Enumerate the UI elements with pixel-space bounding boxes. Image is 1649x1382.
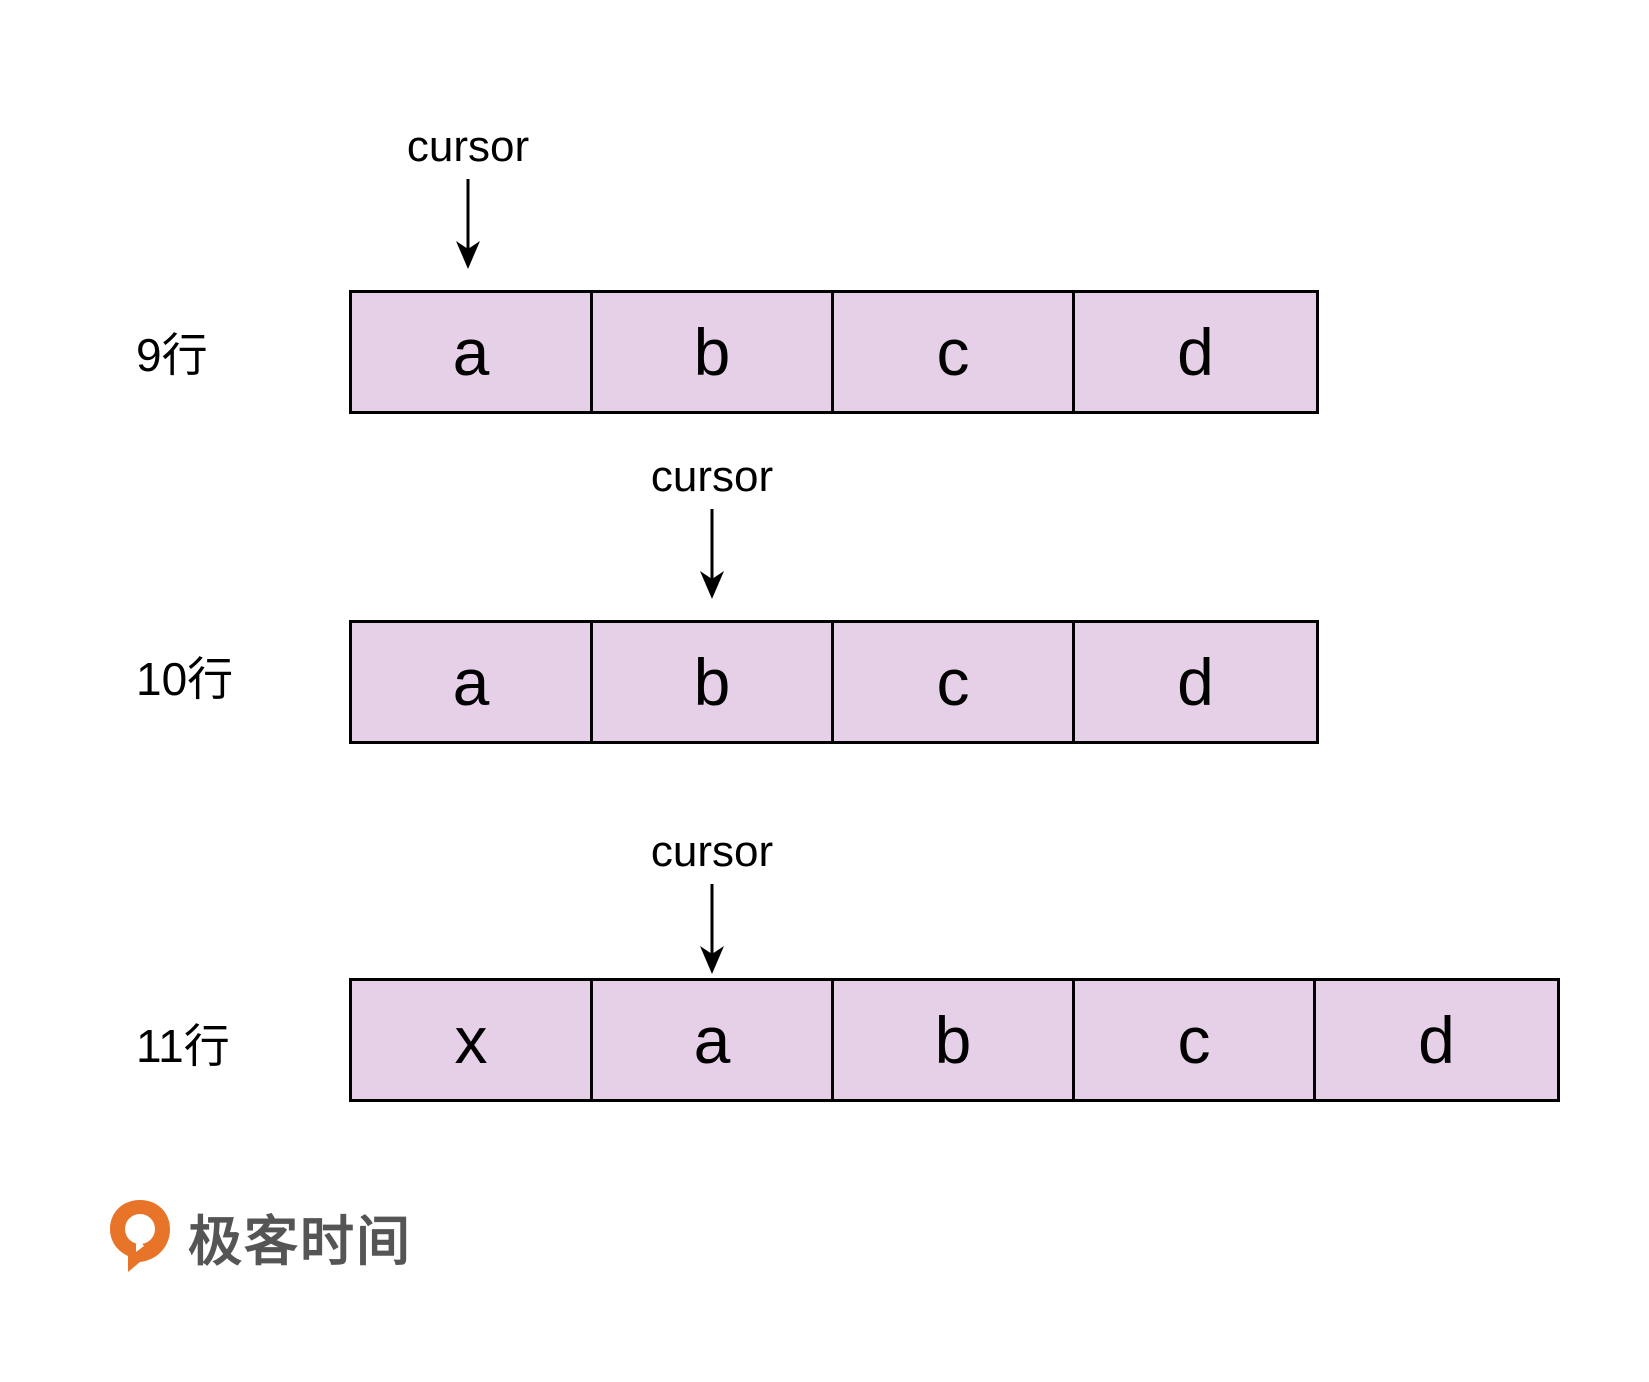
row-label: 10行: [136, 653, 234, 705]
down-arrow-icon: [456, 179, 480, 269]
array-cell: c: [1075, 981, 1316, 1099]
array-cell: b: [834, 981, 1075, 1099]
array-cell: d: [1075, 623, 1316, 741]
array-cell: d: [1075, 293, 1316, 411]
down-arrow-icon: [700, 509, 724, 599]
row-label: 11行: [136, 1020, 230, 1072]
array-cell: a: [352, 293, 593, 411]
cursor-pointer-row-10: cursor: [592, 455, 832, 601]
array-cell: a: [593, 981, 834, 1099]
geektime-logo-icon: [110, 1200, 170, 1272]
brand-logo: 极客时间: [106, 1196, 412, 1276]
cursor-label: cursor: [650, 452, 774, 501]
array-cell: d: [1316, 981, 1557, 1099]
logo-text: 极客时间: [188, 1209, 412, 1273]
array-cell: c: [834, 623, 1075, 741]
down-arrow-icon: [700, 884, 724, 974]
cursor-pointer-row-9: cursor: [348, 125, 588, 271]
array-row-10: a b c d: [349, 620, 1319, 744]
cursor-label: cursor: [406, 122, 530, 171]
array-row-11: x a b c d: [349, 978, 1560, 1102]
array-cell: c: [834, 293, 1075, 411]
array-cell: b: [593, 623, 834, 741]
cursor-pointer-row-11: cursor: [592, 830, 832, 976]
array-row-9: a b c d: [349, 290, 1319, 414]
array-cell: b: [593, 293, 834, 411]
cursor-label: cursor: [650, 827, 774, 876]
row-label: 9行: [136, 329, 208, 381]
array-cell: x: [352, 981, 593, 1099]
array-cell: a: [352, 623, 593, 741]
